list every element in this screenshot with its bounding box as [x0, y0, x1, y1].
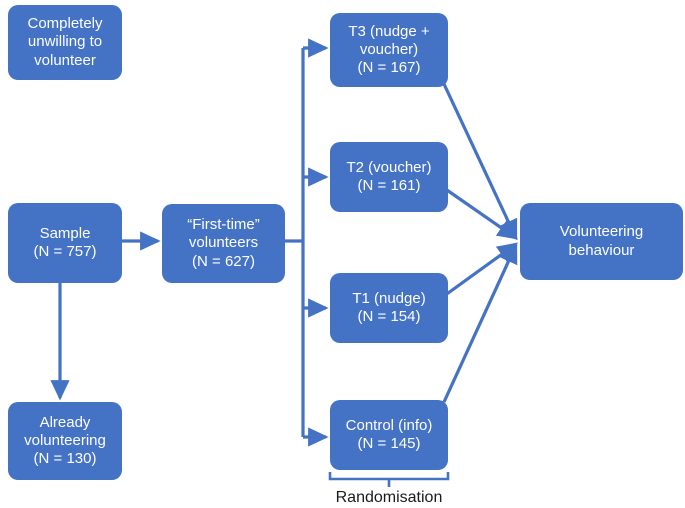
node-control-info-label: Control (info) (N = 145): [345, 416, 433, 452]
node-volunteering-behaviour-label: Volunteering behaviour: [559, 223, 644, 259]
node-t3-nudge-voucher-label: T3 (nudge + voucher) (N = 167): [348, 22, 430, 77]
node-completely-unwilling[interactable]: Completely unwilling to volunteer: [8, 5, 122, 80]
node-control-info[interactable]: Control (info) (N = 145): [330, 400, 448, 470]
randomisation-bracket: [328, 472, 450, 481]
node-t1-nudge[interactable]: T1 (nudge) (N = 154): [330, 273, 448, 343]
node-t2-voucher-label: T2 (voucher) (N = 161): [346, 158, 432, 194]
node-first-time-volunteers[interactable]: “First-time” volunteers (N = 627): [162, 204, 285, 283]
node-sample-label: Sample (N = 757): [33, 224, 97, 260]
node-already-volunteering[interactable]: Already volunteering (N = 130): [8, 402, 122, 480]
node-t3-nudge-voucher[interactable]: T3 (nudge + voucher) (N = 167): [330, 13, 448, 87]
node-first-time-volunteers-label: “First-time” volunteers (N = 627): [187, 216, 260, 270]
node-t2-voucher[interactable]: T2 (voucher) (N = 161): [330, 142, 448, 212]
connector-t3-to-outcome: [442, 83, 518, 241]
node-volunteering-behaviour[interactable]: Volunteering behaviour: [520, 203, 683, 280]
node-completely-unwilling-label: Completely unwilling to volunteer: [27, 15, 103, 69]
node-t1-nudge-label: T1 (nudge) (N = 154): [352, 289, 426, 325]
node-sample[interactable]: Sample (N = 757): [8, 203, 122, 283]
connector-t2-to-outcome: [443, 186, 519, 240]
node-already-volunteering-label: Already volunteering (N = 130): [24, 413, 106, 468]
connector-control-to-outcome: [442, 242, 518, 403]
randomisation-label: Randomisation: [335, 489, 443, 506]
